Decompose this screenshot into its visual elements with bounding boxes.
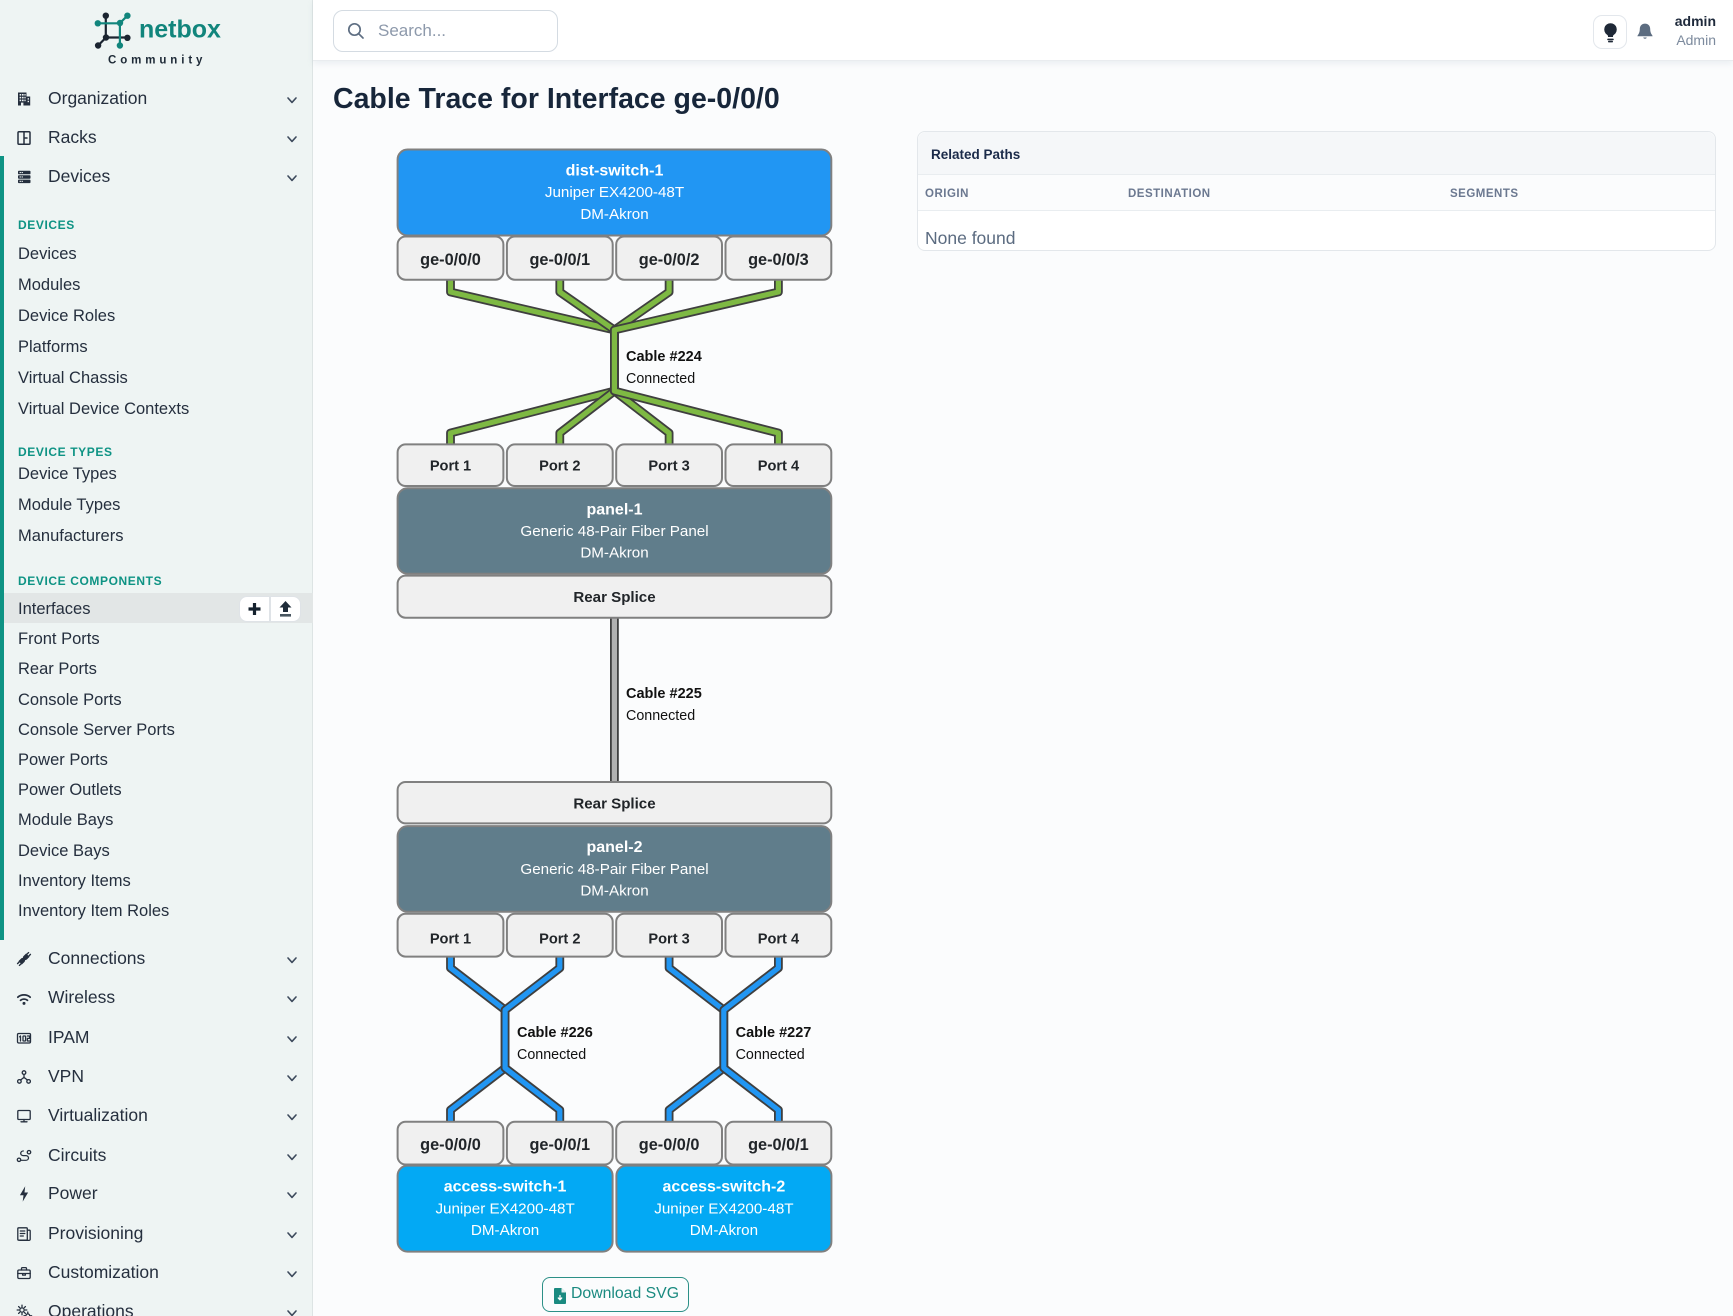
svg-text:DM-Akron: DM-Akron bbox=[580, 883, 648, 900]
svg-text:Port 2: Port 2 bbox=[539, 459, 580, 475]
svg-text:ge-0/0/3: ge-0/0/3 bbox=[748, 251, 809, 269]
svg-text:Cable #224: Cable #224 bbox=[626, 349, 702, 365]
svg-text:netbox: netbox bbox=[139, 16, 221, 44]
svg-text:Connected: Connected bbox=[626, 708, 695, 724]
svg-text:Connected: Connected bbox=[626, 371, 695, 387]
svg-text:Port 1: Port 1 bbox=[430, 459, 471, 475]
svg-text:Connected: Connected bbox=[736, 1047, 805, 1063]
svg-text:Juniper EX4200-48T: Juniper EX4200-48T bbox=[654, 1200, 793, 1217]
svg-text:ge-0/0/2: ge-0/0/2 bbox=[639, 251, 700, 269]
svg-text:Cable #227: Cable #227 bbox=[736, 1025, 812, 1041]
svg-text:ge-0/0/0: ge-0/0/0 bbox=[639, 1136, 700, 1154]
svg-text:DM-Akron: DM-Akron bbox=[580, 545, 648, 562]
svg-text:ge-0/0/1: ge-0/0/1 bbox=[529, 251, 590, 269]
svg-text:Juniper EX4200-48T: Juniper EX4200-48T bbox=[545, 184, 684, 201]
svg-text:Rear Splice: Rear Splice bbox=[573, 795, 655, 812]
svg-text:ge-0/0/0: ge-0/0/0 bbox=[420, 1136, 481, 1154]
svg-text:Port 3: Port 3 bbox=[648, 931, 689, 947]
svg-text:panel-2: panel-2 bbox=[586, 839, 642, 856]
svg-text:access-switch-2: access-switch-2 bbox=[663, 1179, 786, 1196]
svg-text:Cable #225: Cable #225 bbox=[626, 686, 702, 702]
svg-text:Port 4: Port 4 bbox=[758, 459, 800, 475]
svg-text:Generic 48-Pair Fiber Panel: Generic 48-Pair Fiber Panel bbox=[520, 523, 708, 540]
svg-text:ge-0/0/0: ge-0/0/0 bbox=[420, 251, 481, 269]
svg-text:ge-0/0/1: ge-0/0/1 bbox=[529, 1136, 590, 1154]
svg-text:Community: Community bbox=[108, 55, 206, 67]
svg-text:Port 4: Port 4 bbox=[758, 931, 800, 947]
svg-text:dist-switch-1: dist-switch-1 bbox=[566, 163, 664, 180]
svg-text:Port 1: Port 1 bbox=[430, 931, 471, 947]
svg-text:Generic 48-Pair Fiber Panel: Generic 48-Pair Fiber Panel bbox=[520, 861, 708, 878]
svg-text:DM-Akron: DM-Akron bbox=[690, 1222, 758, 1239]
svg-text:Cable #226: Cable #226 bbox=[517, 1025, 593, 1041]
svg-text:DM-Akron: DM-Akron bbox=[580, 206, 648, 223]
svg-text:DM-Akron: DM-Akron bbox=[471, 1222, 539, 1239]
svg-text:Port 3: Port 3 bbox=[648, 459, 689, 475]
svg-text:Port 2: Port 2 bbox=[539, 931, 580, 947]
svg-text:Rear Splice: Rear Splice bbox=[573, 589, 655, 606]
svg-text:Juniper EX4200-48T: Juniper EX4200-48T bbox=[435, 1200, 574, 1217]
svg-text:Connected: Connected bbox=[517, 1047, 586, 1063]
svg-text:ge-0/0/1: ge-0/0/1 bbox=[748, 1136, 809, 1154]
svg-text:access-switch-1: access-switch-1 bbox=[444, 1179, 567, 1196]
svg-text:panel-1: panel-1 bbox=[586, 501, 642, 518]
